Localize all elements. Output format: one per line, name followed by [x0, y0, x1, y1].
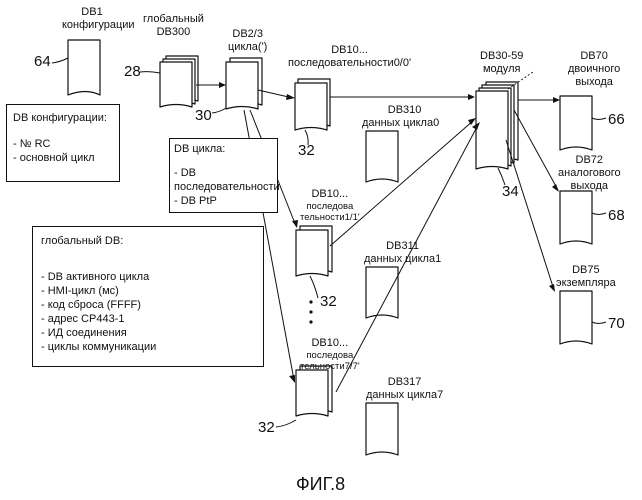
global-box-item: - код сброса (FFFF) [41, 298, 263, 312]
arrowhead-seq7 [289, 375, 295, 383]
db10-seq0-document [295, 83, 327, 130]
ref-64: 64 [34, 54, 51, 70]
ref-68: 68 [608, 208, 625, 224]
db1-label: DB1 конфигурации [70, 6, 114, 32]
db317-document [366, 403, 398, 455]
db310-document [366, 131, 398, 182]
global-box-item: - циклы коммуникации [41, 340, 263, 354]
db10-seq7-document [296, 370, 328, 416]
db10-seq1-document [296, 230, 328, 276]
leader-64 [52, 58, 68, 63]
db10-seq7-label: DB10... последова тельности7/7' [300, 337, 360, 372]
db311-document [366, 267, 398, 318]
ref-34: 34 [502, 184, 519, 200]
db23-label: DB2/3 цикла(') [228, 28, 267, 54]
ref-32-seq7: 32 [258, 420, 275, 436]
figure-caption: ФИГ.8 [296, 474, 345, 494]
global-box-item: - ИД соединения [41, 326, 263, 340]
db70-document [560, 96, 592, 150]
leader-68 [592, 213, 606, 215]
leader-28 [140, 72, 160, 73]
global-box-item: - DB активного цикла [41, 270, 263, 284]
arrowhead-db75 [549, 284, 555, 292]
global-box-item: - адрес CP443-1 [41, 312, 263, 326]
db300-document [160, 62, 192, 107]
leader-70 [592, 322, 606, 324]
db72-label: DB72 аналогового выхода [558, 154, 621, 193]
config-box-title: DB конфигурации: [13, 111, 119, 125]
ref-70: 70 [608, 316, 625, 332]
ellipsis-dot [309, 300, 312, 303]
db300-label: глобальный DB300 [143, 13, 204, 39]
global-box-title: глобальный DB: [41, 234, 263, 248]
ellipsis-dot [309, 320, 312, 323]
leader-30 [212, 108, 226, 113]
arrowhead-seq0 [286, 94, 295, 100]
cycle-box-title: DB цикла: [174, 142, 277, 156]
arrowhead-db70 [553, 97, 560, 103]
leader-32b [310, 276, 318, 298]
db317-label: DB317 данных цикла7 [366, 376, 443, 402]
db72-document [560, 191, 592, 244]
db75-label: DB75 экземпляра [556, 264, 616, 290]
ref-32-seq0: 32 [298, 143, 315, 159]
db10-seq1-label: DB10... последова тельности1/1' [300, 188, 360, 223]
global-box-item: - HMI-цикл (мс) [41, 284, 263, 298]
leader-32c [276, 420, 296, 427]
config-db-box: DB конфигурации: - № RC - основной цикл [6, 104, 120, 182]
db23-document [226, 62, 258, 109]
db70-label: DB70 двоичного выхода [568, 50, 620, 89]
leader-66 [592, 118, 606, 120]
ref-32-seq1: 32 [320, 294, 337, 310]
cycle-box-item: последовательности [174, 180, 277, 194]
ref-66: 66 [608, 112, 625, 128]
config-box-item: - основной цикл [13, 151, 119, 165]
arrowhead-db23 [219, 82, 226, 88]
db310-label: DB310 данных цикла0 [370, 104, 439, 130]
ellipsis-dot [309, 310, 312, 313]
ref-30: 30 [195, 108, 212, 124]
ref-28: 28 [124, 64, 141, 80]
arrow-module-db75 [506, 140, 554, 290]
config-box-item: - № RC [13, 137, 119, 151]
db3059-label: DB30-59 модуля [480, 50, 523, 76]
db10-seq0-label: DB10... последовательности0/0' [288, 44, 411, 70]
cycle-box-item: - DB [174, 166, 277, 180]
arrowhead-module-0 [468, 94, 475, 100]
cycle-db-box: DB цикла: - DB последовательности - DB P… [169, 138, 278, 213]
db1-document [68, 40, 100, 95]
arrowhead-seq1 [292, 220, 298, 228]
arrow-seq1-module [330, 120, 474, 246]
db3059-document [476, 91, 508, 169]
cycle-box-item: - DB PtP [174, 194, 277, 208]
global-db-box: глобальный DB: - DB активного цикла - HM… [32, 226, 264, 367]
db311-label: DB311 данных цикла1 [364, 240, 441, 266]
db75-document [560, 291, 592, 344]
arrow-module-db72 [514, 110, 558, 190]
